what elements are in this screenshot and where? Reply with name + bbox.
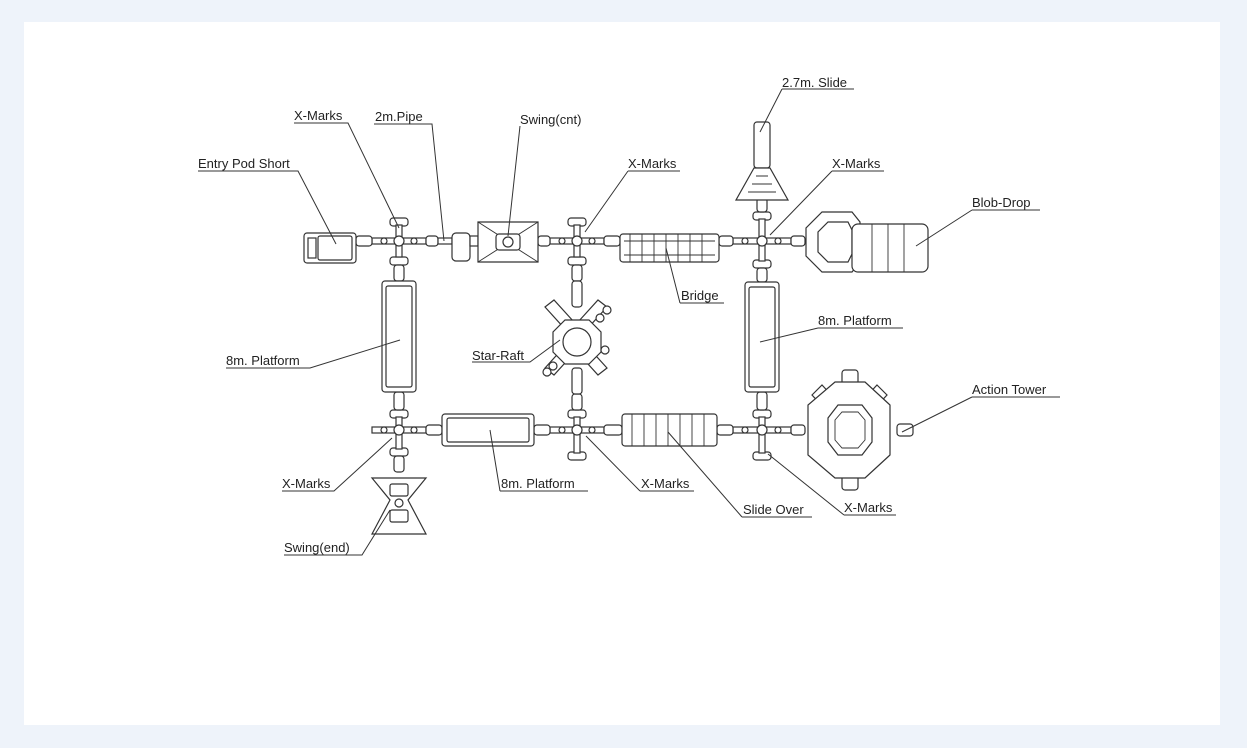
junction-tc [549,217,605,266]
swing-center [469,221,539,263]
label-bridge: Bridge [681,288,719,303]
label-platform-right: 8m. Platform [818,313,892,328]
label-action-tower: Action Tower [972,382,1047,397]
label-xmarks-bottom-right: X-Marks [844,500,893,515]
slide-2-7m [734,121,790,201]
label-star-raft: Star-Raft [472,348,524,363]
label-2-7m-slide: 2.7m. Slide [782,75,847,90]
label-swing-end: Swing(end) [284,540,350,555]
label-xmarks-bottom-center: X-Marks [641,476,690,491]
label-platform-left: 8m. Platform [226,353,300,368]
label-xmarks-bottom-left: X-Marks [282,476,331,491]
drawing-frame: X-Marks 2m.Pipe Swing(cnt) 2.7m. Slide E… [24,22,1220,725]
label-xmarks-top-center: X-Marks [628,156,677,171]
junction-tl [371,217,427,266]
label-2m-pipe: 2m.Pipe [375,109,423,124]
label-entry-pod-short: Entry Pod Short [198,156,290,171]
star-raft [542,280,612,395]
junction-br [732,409,792,461]
label-swing-cnt: Swing(cnt) [520,112,581,127]
water-park-layout-diagram: X-Marks 2m.Pipe Swing(cnt) 2.7m. Slide E… [198,75,1060,556]
label-xmarks-top-left: X-Marks [294,108,343,123]
junction-bc [549,409,605,461]
swing-end [370,477,428,535]
blob-drop [805,211,929,273]
slide-over [621,413,718,447]
label-xmarks-top-right: X-Marks [832,156,881,171]
label-blob-drop: Blob-Drop [972,195,1031,210]
bridge [619,233,720,263]
label-slide-over: Slide Over [743,502,804,517]
action-tower [807,369,914,491]
entry-pod-short [303,232,357,264]
junction-tr [732,211,792,269]
pipe-2m [437,232,471,262]
label-platform-bottom: 8m. Platform [501,476,575,491]
leader-lines [198,88,1060,556]
